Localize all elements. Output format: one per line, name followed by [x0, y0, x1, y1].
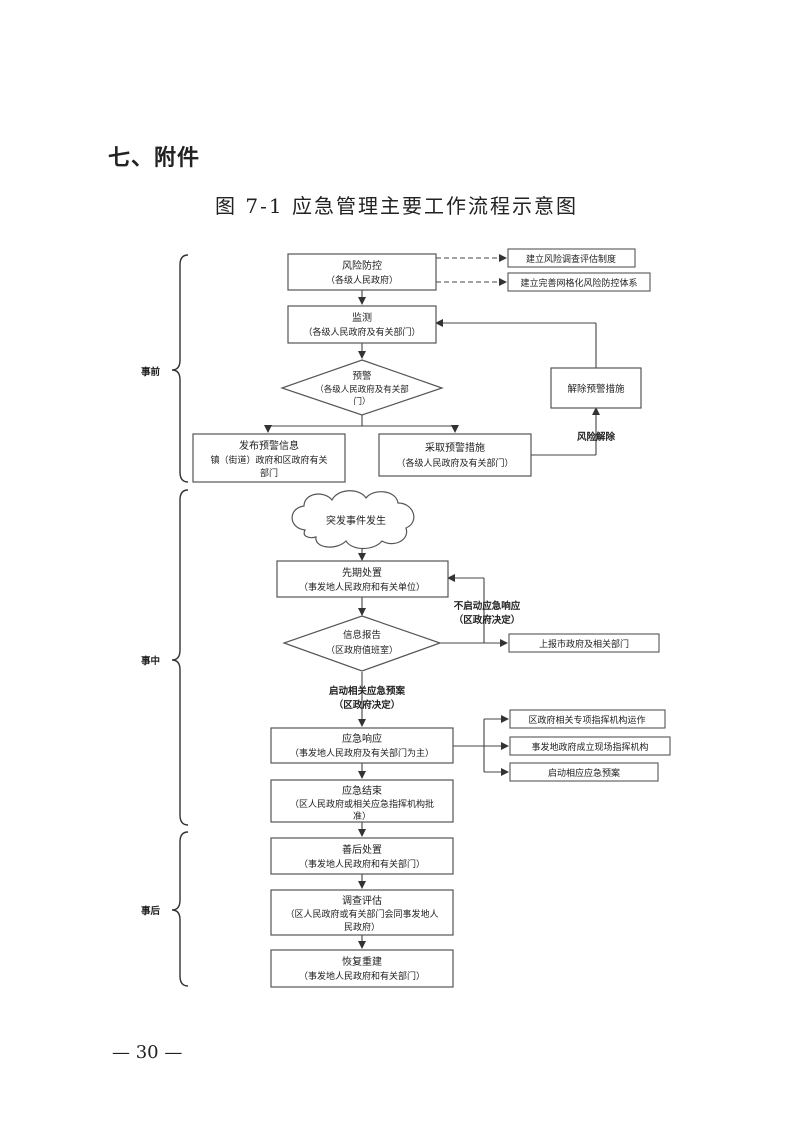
svg-text:解除预警措施: 解除预警措施	[567, 383, 625, 395]
no-response-label: 不启动应急响应	[454, 600, 521, 612]
svg-text:准）: 准）	[353, 811, 371, 822]
node-lift-measures: 解除预警措施	[550, 367, 642, 409]
node-monitoring: 监测 （各级人民政府及有关部门）	[287, 305, 437, 344]
svg-text:建立风险调查评估制度: 建立风险调查评估制度	[526, 253, 616, 265]
svg-text:（事发地人民政府和有关部门）: （事发地人民政府和有关部门）	[299, 970, 425, 982]
node-risk-control: 风险防控 （各级人民政府）	[287, 253, 437, 291]
node-response-end: 应急结束 （区人民政府或相关应急指挥机构批 准）	[270, 779, 454, 823]
node-incident: 突发事件发生	[291, 490, 415, 550]
connectors	[264, 254, 600, 949]
phase-after-label: 事后	[141, 905, 161, 917]
svg-text:（各级人民政府）: （各级人民政府）	[326, 274, 398, 286]
node-reconstruction: 恢复重建 （事发地人民政府和有关部门）	[270, 949, 454, 988]
svg-text:（各级人民政府及有关部门）: （各级人民政府及有关部门）	[303, 326, 420, 338]
node-warning: 预警 （各级人民政府及有关部 门）	[280, 359, 444, 416]
svg-text:部门: 部门	[260, 467, 278, 479]
page-number: — 30 —	[112, 1042, 183, 1063]
figure-title: 图 7-1 应急管理主要工作流程示意图	[215, 194, 578, 218]
svg-text:（各级人民政府及有关部门）: （各级人民政府及有关部门）	[396, 457, 513, 469]
svg-text:（区政府值班室）: （区政府值班室）	[326, 644, 398, 656]
svg-text:恢复重建: 恢复重建	[342, 955, 382, 968]
svg-text:监测: 监测	[352, 311, 372, 324]
svg-text:上报市政府及相关部门: 上报市政府及相关部门	[539, 638, 629, 650]
svg-text:（各级人民政府及有关部: （各级人民政府及有关部	[315, 384, 409, 395]
svg-text:启动相应应急预案: 启动相应应急预案	[548, 767, 620, 779]
risk-lift-label: 风险解除	[577, 431, 616, 443]
side-risk-assessment: 建立风险调查评估制度	[507, 248, 636, 268]
node-initial-response: 先期处置 （事发地人民政府和有关单位）	[276, 560, 449, 598]
side-grid-system: 建立完善网格化风险防控体系	[507, 272, 651, 292]
node-aftermath: 善后处置 （事发地人民政府和有关部门）	[270, 837, 454, 875]
svg-text:先期处置: 先期处置	[342, 567, 382, 579]
svg-text:（事发地人民政府及有关部门为主）: （事发地人民政府及有关部门为主）	[290, 747, 434, 759]
svg-text:民政府）: 民政府）	[344, 921, 380, 933]
svg-text:应急响应: 应急响应	[342, 732, 382, 745]
svg-text:突发事件发生: 突发事件发生	[326, 514, 386, 527]
no-response-decider-label: （区政府决定）	[454, 614, 521, 626]
node-publish-warning: 发布预警信息 镇（街道）政府和区政府有关 部门	[192, 433, 346, 483]
svg-text:风险防控: 风险防控	[342, 259, 382, 272]
phase-during-label: 事中	[141, 655, 160, 667]
brace-after	[171, 831, 189, 987]
side-district-agency: 区政府相关专项指挥机构运作	[509, 709, 666, 729]
brace-before	[171, 254, 189, 483]
phase-before-label: 事前	[141, 366, 161, 378]
svg-text:发布预警信息: 发布预警信息	[239, 439, 299, 452]
svg-text:建立完善网格化风险防控体系: 建立完善网格化风险防控体系	[520, 277, 637, 289]
node-info-report: 信息报告 （区政府值班室）	[282, 615, 442, 672]
section-heading: 七、附件	[108, 146, 201, 171]
start-plan-label: 启动相关应急预案	[329, 685, 406, 697]
svg-text:（事发地人民政府和有关部门）: （事发地人民政府和有关部门）	[299, 858, 425, 870]
svg-text:调查评估: 调查评估	[342, 894, 382, 907]
svg-text:预警: 预警	[352, 370, 372, 382]
node-take-measures: 采取预警措施 （各级人民政府及有关部门）	[378, 433, 532, 477]
svg-text:门）: 门）	[353, 396, 370, 407]
svg-text:应急结束: 应急结束	[342, 784, 382, 797]
node-investigation: 调查评估 （区人民政府或有关部门会同事发地人 民政府）	[270, 889, 454, 936]
svg-text:区政府相关专项指挥机构运作: 区政府相关专项指挥机构运作	[528, 714, 645, 726]
svg-text:镇（街道）政府和区政府有关: 镇（街道）政府和区政府有关	[210, 454, 327, 466]
svg-text:（事发地人民政府和有关单位）: （事发地人民政府和有关单位）	[299, 581, 425, 593]
svg-text:采取预警措施: 采取预警措施	[425, 441, 485, 454]
side-start-plan: 启动相应应急预案	[509, 762, 659, 782]
brace-during	[171, 489, 189, 826]
svg-text:信息报告: 信息报告	[343, 629, 381, 641]
svg-text:善后处置: 善后处置	[342, 843, 382, 856]
start-plan-decider-label: （区政府决定）	[334, 699, 401, 711]
side-report-city: 上报市政府及相关部门	[508, 633, 660, 653]
svg-text:（区人民政府或相关应急指挥机构批: （区人民政府或相关应急指挥机构批	[290, 798, 434, 810]
svg-text:事发地政府成立现场指挥机构: 事发地政府成立现场指挥机构	[531, 741, 648, 753]
side-onsite-command: 事发地政府成立现场指挥机构	[509, 736, 671, 756]
svg-text:（区人民政府或有关部门会同事发地人: （区人民政府或有关部门会同事发地人	[285, 908, 438, 920]
node-emergency-response: 应急响应 （事发地人民政府及有关部门为主）	[270, 727, 454, 764]
